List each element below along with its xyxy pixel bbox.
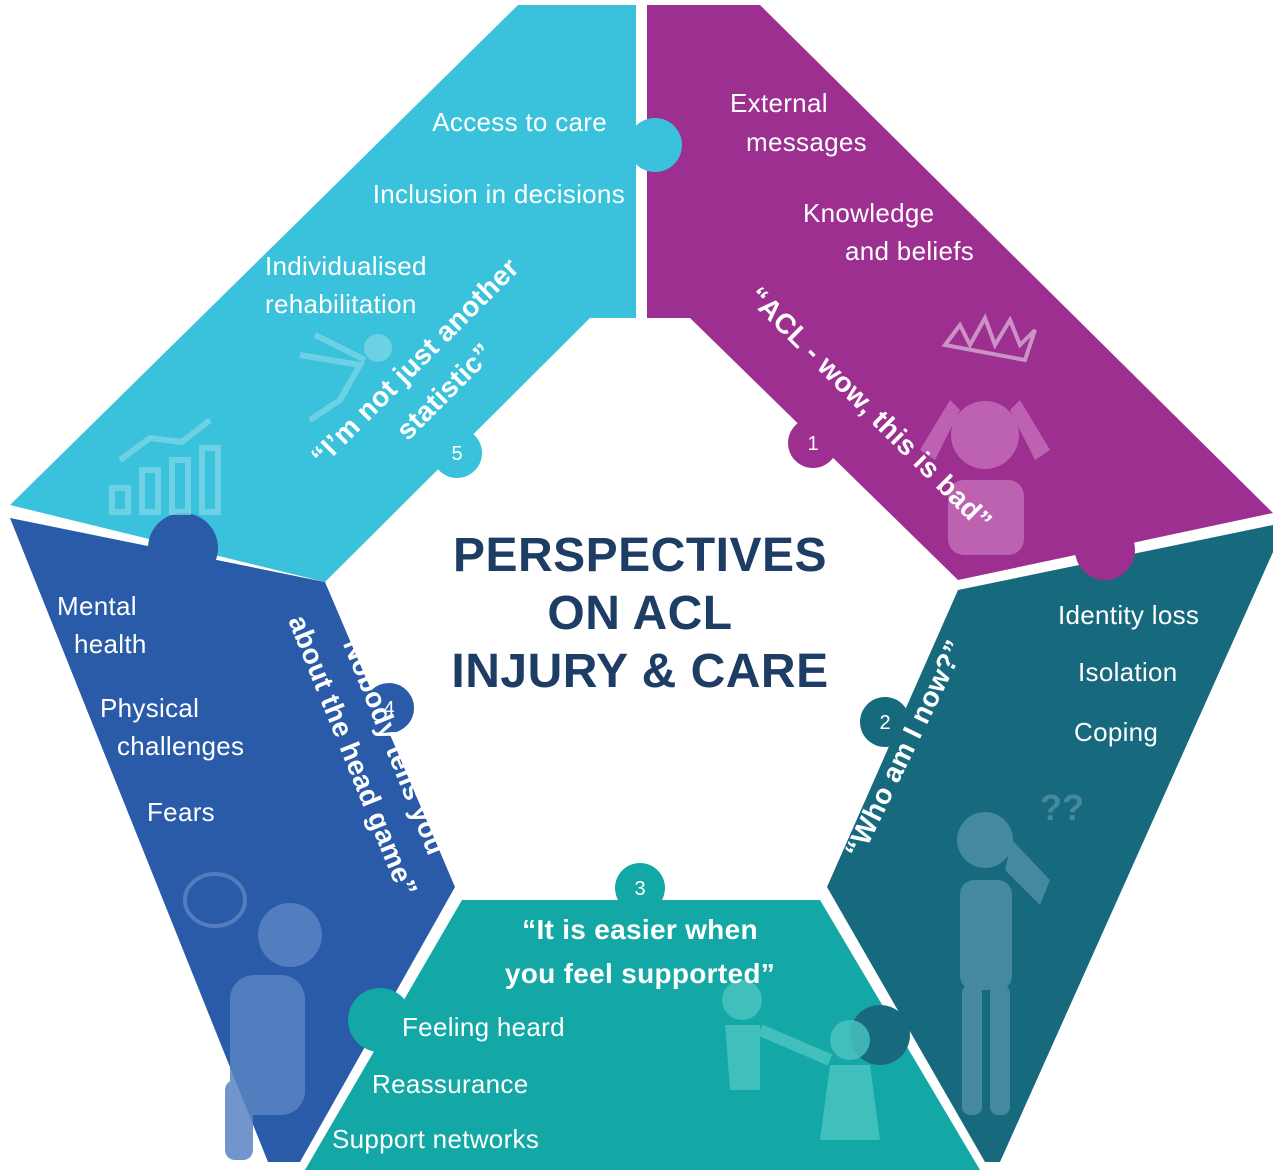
item-messages: messages [746, 127, 867, 157]
item-rehabilitation: rehabilitation [265, 289, 417, 319]
title-line-1: PERSPECTIVES [452, 529, 828, 582]
item-fears: Fears [147, 797, 215, 827]
badge-2: 2 [860, 697, 910, 747]
item-and-beliefs: and beliefs [845, 236, 975, 266]
item-reassurance: Reassurance [372, 1069, 529, 1099]
stressed-person-icon [183, 872, 322, 1160]
item-physical: Physical [100, 693, 200, 723]
badge-3: 3 [615, 863, 665, 913]
athlete-chart-icon [109, 332, 392, 515]
item-challenges: challenges [117, 731, 245, 761]
item-feeling-heard: Feeling heard [402, 1012, 565, 1042]
svg-text:3: 3 [634, 878, 645, 900]
puzzle-tab-3-4 [348, 988, 412, 1052]
puzzle-tab-4-5 [148, 513, 218, 583]
item-individualised: Individualised [265, 251, 427, 281]
quote-3: “It is easier when you feel supported” [504, 914, 776, 989]
item-knowledge: Knowledge [803, 198, 935, 228]
badge-1: 1 [788, 418, 838, 468]
item-identity-loss: Identity loss [1058, 600, 1200, 630]
confused-person-icon: ?? [957, 787, 1084, 1115]
title-line-3: INJURY & CARE [451, 645, 829, 698]
badge-5: 5 [432, 428, 482, 478]
item-isolation: Isolation [1078, 657, 1178, 687]
svg-text:??: ?? [1040, 787, 1084, 828]
svg-text:1: 1 [807, 433, 818, 455]
svg-text:4: 4 [383, 698, 394, 720]
item-mental: Mental [57, 591, 137, 621]
title-line-2: ON ACL [547, 587, 733, 640]
item-inclusion-in-decisions: Inclusion in decisions [372, 179, 625, 209]
item-health: health [74, 629, 147, 659]
badge-4: 4 [364, 683, 414, 733]
puzzle-tab-5-1 [628, 118, 682, 172]
svg-text:5: 5 [451, 443, 462, 465]
helping-hand-icon [722, 980, 880, 1140]
segment-2 [827, 525, 1273, 1162]
item-support-networks: Support networks [332, 1124, 540, 1154]
segment-4 [10, 518, 455, 1162]
item-coping: Coping [1074, 717, 1159, 747]
svg-text:2: 2 [879, 712, 890, 734]
segment-3 [305, 900, 980, 1170]
diagram-title: PERSPECTIVES ON ACL INJURY & CARE [390, 527, 890, 701]
item-external: External [730, 88, 828, 118]
puzzle-tab-1-2 [1075, 520, 1135, 580]
segment-1 [647, 5, 1273, 580]
item-access-to-care: Access to care [432, 107, 607, 137]
shocked-person-icon [920, 313, 1050, 555]
